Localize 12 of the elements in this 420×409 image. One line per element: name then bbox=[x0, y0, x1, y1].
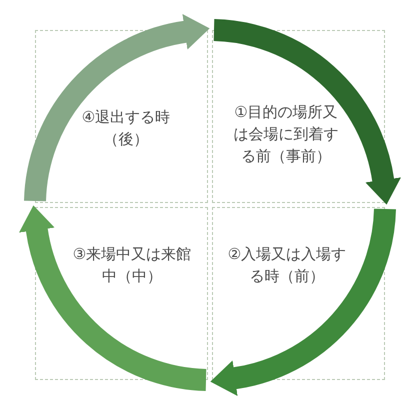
quadrant-box bbox=[35, 30, 208, 203]
step-label: ④退出する時（後） bbox=[80, 107, 172, 150]
curved-arrow bbox=[210, 208, 396, 396]
quadrant-box bbox=[35, 207, 208, 380]
curved-arrow bbox=[19, 206, 207, 391]
quadrant-box bbox=[212, 207, 385, 380]
curved-arrow bbox=[24, 14, 210, 202]
curved-arrow bbox=[213, 19, 401, 204]
step-label: ①目的の場所又は会場に到着する前（事前） bbox=[232, 102, 340, 167]
quadrant-box bbox=[212, 30, 385, 203]
step-label: ②入場又は入場する時（前） bbox=[226, 244, 348, 287]
step-label: ③来場中又は来館中（中） bbox=[72, 244, 192, 287]
